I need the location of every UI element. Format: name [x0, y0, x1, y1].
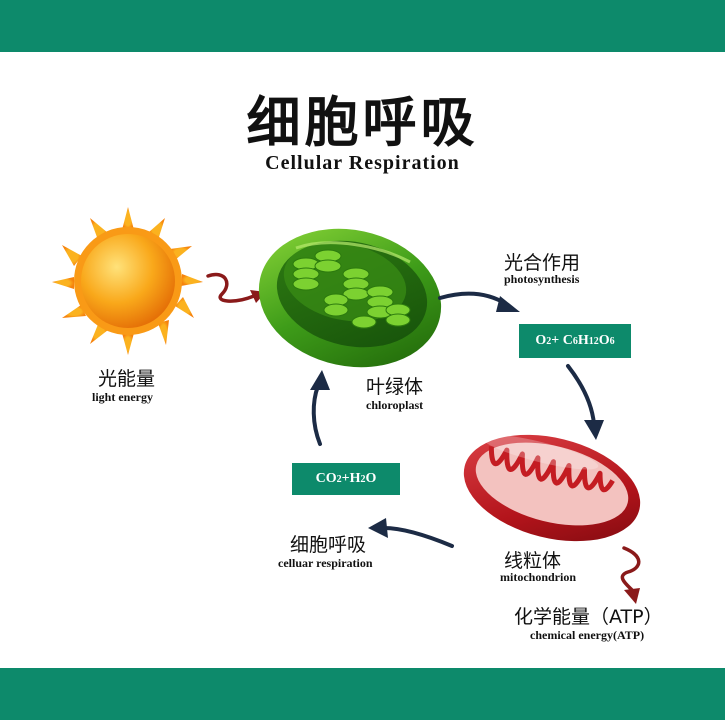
label-photosynthesis-en: photosynthesis: [504, 272, 580, 286]
label-light-energy-cn: 光能量: [98, 368, 156, 390]
arrow-icon: [310, 370, 330, 446]
label-chloroplast-en: chloroplast: [366, 398, 424, 412]
arrow-icon: [620, 546, 641, 604]
label-photosynthesis-cn: 光合作用: [504, 252, 581, 274]
bottom-band: [0, 668, 725, 720]
arrow-icon: [566, 364, 604, 440]
label-cellular-respiration-cn: 细胞呼吸: [290, 534, 367, 556]
sun-icon: [52, 207, 203, 355]
title-chinese: 细胞呼吸: [246, 91, 479, 154]
label-light-energy-en: light energy: [92, 390, 153, 404]
title-english: Cellular Respiration: [265, 152, 460, 174]
arrow-icon: [206, 272, 266, 303]
arrow-icon: [438, 291, 520, 312]
label-chemical-energy-cn: 化学能量（ATP）: [514, 606, 663, 628]
label-mitochondrion-en: mitochondrion: [500, 570, 577, 584]
label-cellular-respiration-en: celluar respiration: [278, 556, 373, 570]
chloroplast-icon: [258, 228, 442, 368]
label-mitochondrion-cn: 线粒体: [504, 550, 562, 572]
top-band: [0, 0, 725, 52]
label-chloroplast-cn: 叶绿体: [366, 376, 424, 398]
mitochondrion-icon: [463, 434, 641, 542]
arrow-icon: [368, 518, 454, 548]
label-chemical-energy-en: chemical energy(ATP): [530, 628, 645, 642]
